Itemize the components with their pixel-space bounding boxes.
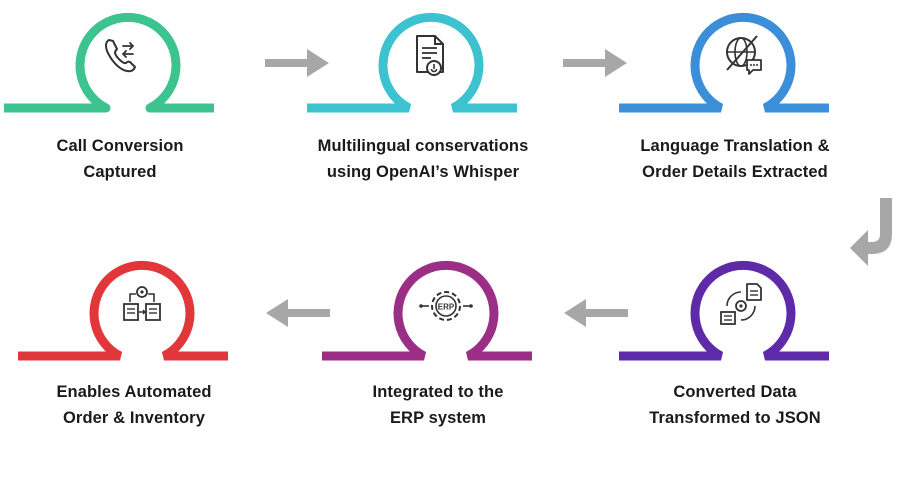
data-transform-icon <box>720 283 762 325</box>
step-multilingual: Multilingual conservations using OpenAI’… <box>303 0 543 220</box>
step-label-line2: Order Details Extracted <box>642 163 828 181</box>
step-label: Call Conversion Captured <box>0 133 240 185</box>
step-label-line2: ERP system <box>389 409 487 427</box>
step-label: Language Translation & Order Details Ext… <box>615 133 855 185</box>
step-label: Integrated to the ERP system <box>318 379 558 431</box>
step-translation: Language Translation & Order Details Ext… <box>615 0 855 220</box>
translate-chat-icon <box>726 35 762 75</box>
loop-shape <box>4 12 214 113</box>
step-label-line2: Captured <box>83 163 157 181</box>
loop-shape <box>322 260 532 361</box>
step-json: Converted Data Transformed to JSON <box>615 248 855 468</box>
loop-shape <box>619 260 829 361</box>
loop-shape <box>307 12 517 113</box>
step-label: Multilingual conservations using OpenAI’… <box>303 133 543 185</box>
loop-shape <box>18 260 228 361</box>
step-label-line1: Enables Automated <box>56 383 212 401</box>
step-automation: Enables Automated Order & Inventory <box>14 248 254 468</box>
step-label-line2: using OpenAI’s Whisper <box>326 163 520 181</box>
loop-shape <box>619 12 829 113</box>
step-label: Converted Data Transformed to JSON <box>615 379 855 431</box>
step-label-line1: Call Conversion <box>56 137 184 155</box>
arrow-right-icon <box>265 49 329 77</box>
step-label-line1: Integrated to the <box>372 383 504 401</box>
step-label-line1: Converted Data <box>673 383 797 401</box>
automation-workflow-icon <box>123 286 161 321</box>
step-call-conversion: Call Conversion Captured <box>0 0 240 220</box>
step-label-line1: Multilingual conservations <box>317 137 529 155</box>
phone-icon <box>105 39 136 73</box>
document-audio-icon <box>416 35 444 76</box>
step-label: Enables Automated Order & Inventory <box>14 379 254 431</box>
arrow-left-icon <box>266 299 330 327</box>
arrow-right-icon <box>563 49 627 77</box>
arrow-left-icon <box>564 299 628 327</box>
step-erp: ERP Integrated to the ERP system <box>318 248 558 468</box>
step-label-line1: Language Translation & <box>640 137 830 155</box>
step-label-line2: Order & Inventory <box>63 409 205 427</box>
erp-gear-icon: ERP <box>419 291 473 321</box>
curved-arrow-icon <box>850 198 892 266</box>
svg-text:ERP: ERP <box>438 303 455 312</box>
step-label-line2: Transformed to JSON <box>649 409 821 427</box>
